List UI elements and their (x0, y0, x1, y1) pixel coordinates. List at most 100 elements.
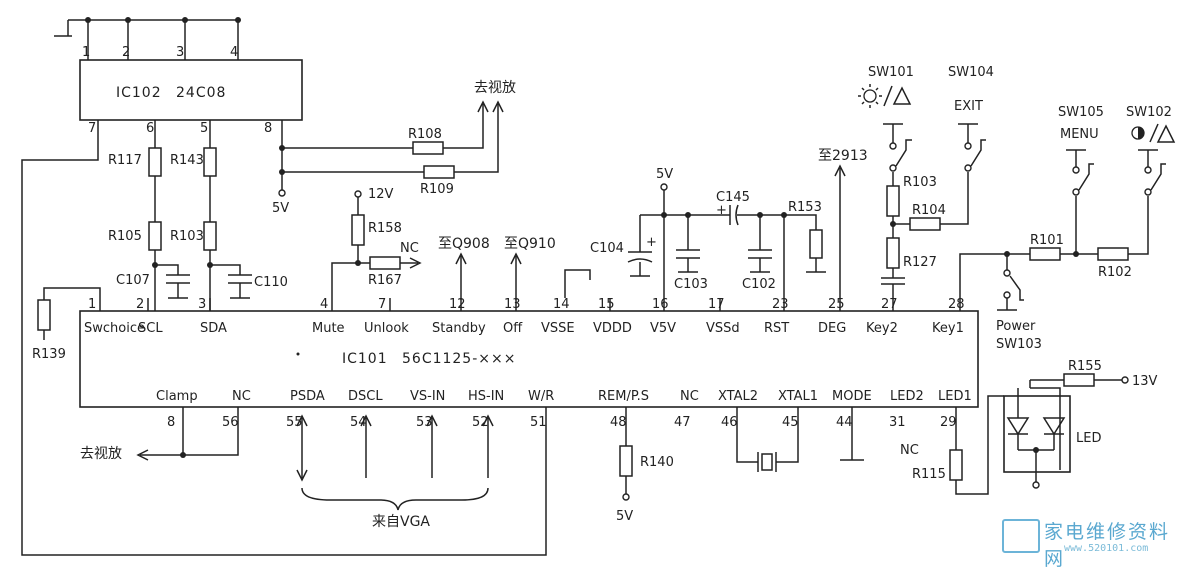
ic101-bottom-pin-name: LED1 (938, 389, 972, 404)
r102 (1097, 247, 1129, 261)
ic101-bottom-pin-num: 29 (940, 415, 957, 430)
ic102-part: 24C08 (176, 85, 226, 101)
r153 (809, 229, 823, 259)
ic102-pin-8: 8 (264, 121, 272, 136)
to-video-amp-2-label: 去视放 (80, 446, 122, 462)
r158-label: R158 (368, 221, 402, 236)
sw102-label: SW102 (1126, 105, 1172, 120)
ic101-bottom-pin-num: 31 (889, 415, 906, 430)
ic101-bottom-pin-name: HS-IN (468, 389, 504, 404)
r167 (369, 256, 401, 270)
c145-label: C145 (716, 190, 750, 205)
nc-r167-label: NC (400, 241, 419, 256)
c110-label: C110 (254, 275, 288, 290)
ic101-top-pin-num: 3 (198, 297, 206, 312)
led-module (1003, 395, 1071, 473)
ic101-top-pin-name: Unlook (364, 321, 409, 336)
r105 (148, 221, 162, 251)
r127 (886, 237, 900, 269)
sw103-name: Power (996, 319, 1036, 334)
sw103-label: SW103 (996, 337, 1042, 352)
r117 (148, 147, 162, 177)
ic101-top-pin-name: V5V (650, 321, 676, 336)
ic101-bottom-pin-name: NC (680, 389, 699, 404)
ic101-top-pin-num: 27 (881, 297, 898, 312)
ic101-bottom-pin-num: 56 (222, 415, 239, 430)
r143-label: R143 (170, 153, 204, 168)
ic101-top-pin-name: VSSE (541, 321, 575, 336)
ic101-top-pin-name: DEG (818, 321, 846, 336)
ic101-top-pin-num: 17 (708, 297, 725, 312)
ic101-bottom-pin-num: 54 (350, 415, 367, 430)
ic101-top-pin-name: Key2 (866, 321, 898, 336)
c102-label: C102 (742, 277, 776, 292)
r108-label: R108 (408, 127, 442, 142)
r108 (412, 141, 444, 155)
r140-label: R140 (640, 455, 674, 470)
ic101-bottom-pin-name: NC (232, 389, 251, 404)
from-vga-label: 来自VGA (372, 514, 430, 530)
r140 (619, 445, 633, 477)
ic101-bottom-pin-name: XTAL2 (718, 389, 758, 404)
r109-label: R109 (420, 182, 454, 197)
ic101-top-pin-num: 1 (88, 297, 96, 312)
to-q908-label: 至Q908 (438, 236, 490, 252)
ic101-bottom-pin-name: W/R (528, 389, 554, 404)
r155 (1063, 373, 1095, 387)
ic101-part: 56C1125-××× (402, 351, 516, 367)
supply-5v-b: 5V (656, 167, 673, 182)
ic101-bottom-pin-name: MODE (832, 389, 872, 404)
ic101-bottom-pin-name: LED2 (890, 389, 924, 404)
ic101-bottom-pin-num: 53 (416, 415, 433, 430)
ic101-top-pin-num: 16 (652, 297, 669, 312)
ic101-top-pin-num: 23 (772, 297, 789, 312)
r153-label: R153 (788, 200, 822, 215)
r103-key (886, 185, 900, 217)
r115-label: R115 (912, 467, 946, 482)
c104-label: C104 (590, 241, 624, 256)
ic101-bottom-pin-num: 51 (530, 415, 547, 430)
ic101-body (79, 310, 979, 408)
r117-label: R117 (108, 153, 142, 168)
ic101-bottom-pin-name: REM/P.S (598, 389, 649, 404)
svg-text:+: + (646, 235, 657, 250)
ic102-pin-6: 6 (146, 121, 154, 136)
supply-13v: 13V (1132, 374, 1158, 389)
ic101-bottom-pin-name: XTAL1 (778, 389, 818, 404)
ic101-top-pin-name: VSSd (706, 321, 740, 336)
ic102-pin-5: 5 (200, 121, 208, 136)
ic101-top-pin-name: SCL (138, 321, 163, 336)
ic101-bottom-pin-num: 52 (472, 415, 489, 430)
ic102-pin-3: 3 (176, 45, 184, 60)
r115 (949, 449, 963, 481)
r139-label: R139 (32, 347, 66, 362)
r101-label: R101 (1030, 233, 1064, 248)
ic102-pin-2: 2 (122, 45, 130, 60)
ic102-body (79, 59, 303, 121)
r143 (203, 147, 217, 177)
ic102-pin-1: 1 (82, 45, 90, 60)
ic101-bottom-pin-name: VS-IN (410, 389, 445, 404)
sw105-name: MENU (1060, 127, 1099, 142)
led-label: LED (1076, 431, 1101, 446)
ic101-top-pin-num: 7 (378, 297, 386, 312)
ic101-bottom-pin-num: 44 (836, 415, 853, 430)
contrast-icon (1131, 123, 1176, 143)
ic101-top-pin-num: 13 (504, 297, 521, 312)
r167-label: R167 (368, 273, 402, 288)
ic101-top-pin-num: 28 (948, 297, 965, 312)
ic101-top-pin-name: Standby (432, 321, 486, 336)
ic101-bottom-pin-name: Clamp (156, 389, 198, 404)
ic102-pin-7: 7 (88, 121, 96, 136)
r104 (909, 217, 941, 231)
ic101-top-pin-num: 2 (136, 297, 144, 312)
ic101-bottom-pin-name: PSDA (290, 389, 325, 404)
ic101-bottom-pin-num: 55 (286, 415, 303, 430)
ic101-bottom-pin-num: 8 (167, 415, 175, 430)
c103-label: C103 (674, 277, 708, 292)
ic101-top-pin-num: 12 (449, 297, 466, 312)
ic101-top-pin-num: 4 (320, 297, 328, 312)
supply-5v-c: 5V (616, 509, 633, 524)
ic101-bottom-pin-name: DSCL (348, 389, 383, 404)
sw101-label: SW101 (868, 65, 914, 80)
